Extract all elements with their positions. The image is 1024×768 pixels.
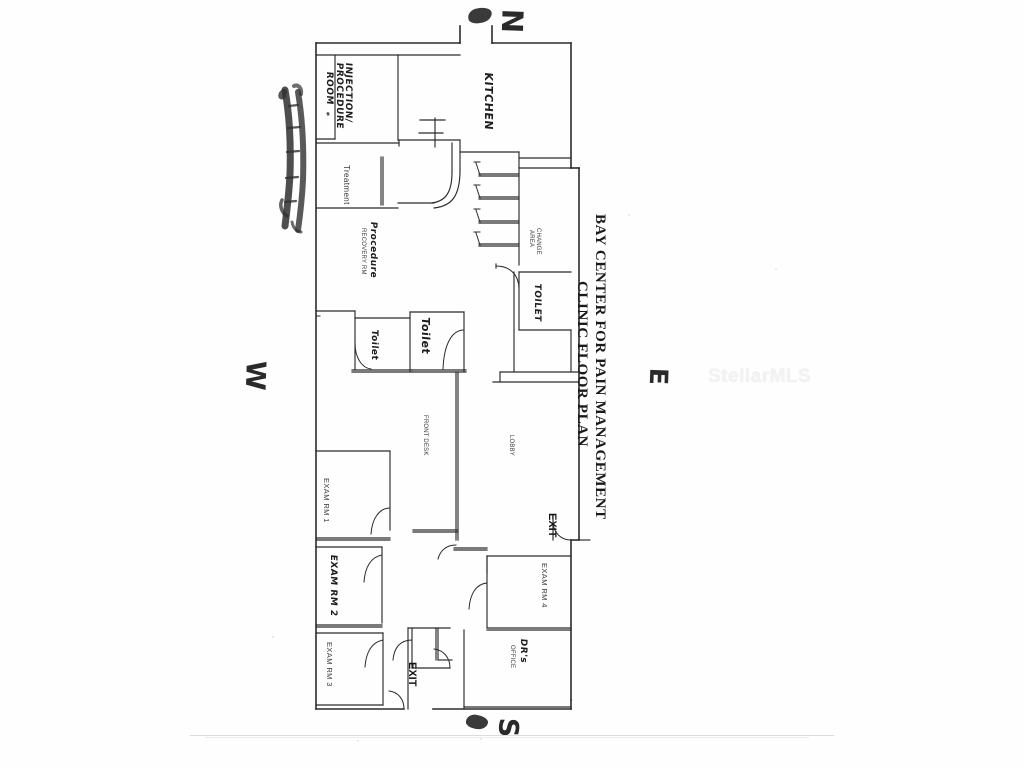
- title-line-1: BAY CENTER FOR PAIN MANAGEMENT: [592, 214, 608, 520]
- stellarmls-watermark: StellarMLS: [708, 366, 812, 387]
- scan-page-edge: [190, 735, 834, 736]
- scan-speck: [775, 268, 777, 270]
- margin-scribble: [278, 83, 307, 234]
- page-title: BAY CENTER FOR PAIN MANAGEMENT: [591, 214, 608, 520]
- compass-west: W: [238, 360, 271, 391]
- scan-page-edge-secondary: [205, 737, 809, 738]
- page-subtitle: CLINIC FLOOR PLAN: [573, 281, 590, 447]
- scan-speck: [272, 636, 274, 638]
- compass-north: N: [494, 8, 530, 34]
- scan-speck: [357, 740, 359, 742]
- scan-speck: [628, 214, 630, 216]
- compass-east: E: [643, 367, 674, 386]
- scan-speck: [480, 738, 482, 740]
- title-line-2: CLINIC FLOOR PLAN: [574, 281, 590, 448]
